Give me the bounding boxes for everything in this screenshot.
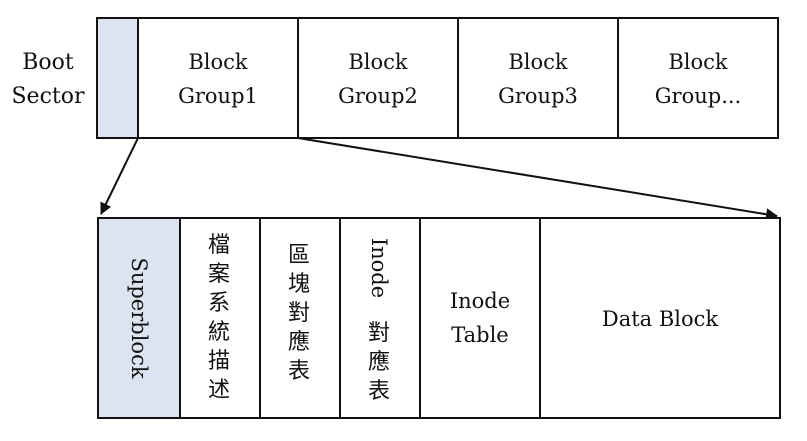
block-bitmap-char: 應	[288, 329, 310, 355]
inode-bitmap-label: Inode 對 應 表	[367, 238, 391, 404]
block-group-3-line2: Group3	[498, 84, 578, 108]
block-group-3-cell	[457, 17, 619, 139]
fs-description-char: 系	[208, 291, 230, 316]
block-group-more-line2: Group...	[655, 84, 741, 108]
boot-sector-cell	[96, 17, 139, 139]
block-bitmap-cell	[259, 217, 341, 419]
superblock-cell	[97, 217, 181, 419]
fs-description-label: 檔 案 系 統 描 述	[208, 233, 230, 403]
block-bitmap-char: 區	[288, 243, 310, 268]
inode-bitmap-word: Inode	[367, 238, 391, 298]
fs-description-char: 描	[208, 349, 230, 374]
block-group-detail-row	[97, 217, 781, 419]
block-group-1-line1: Block	[188, 50, 248, 74]
fs-description-char: 述	[208, 378, 230, 403]
block-bitmap-char: 表	[288, 359, 310, 384]
block-group-1-line2: Group1	[178, 84, 258, 108]
fs-description-cell	[179, 217, 261, 419]
block-group-3-line1: Block	[508, 50, 568, 74]
fs-description-char: 案	[208, 262, 230, 287]
expand-arrow-left	[100, 137, 139, 215]
inode-table-line1: Inode	[450, 289, 510, 313]
boot-sector-label-line2: Sector	[11, 84, 84, 109]
block-group-more-cell	[617, 17, 779, 139]
fs-description-char: 檔	[208, 233, 230, 258]
block-group-more-line1: Block	[668, 50, 728, 74]
data-block-cell	[539, 217, 781, 419]
superblock-label: Superblock	[127, 257, 151, 378]
boot-sector-label-line1: Boot	[22, 50, 74, 75]
block-group-2-line1: Block	[348, 50, 408, 74]
block-group-2-cell	[297, 17, 459, 139]
inode-table-cell	[419, 217, 541, 419]
inode-bitmap-char: 應	[368, 349, 390, 375]
inode-table-line2: Table	[451, 323, 508, 347]
expand-arrow-right	[297, 137, 778, 221]
block-group-1-cell	[137, 17, 299, 139]
block-bitmap-char: 塊	[288, 272, 310, 297]
data-block-label: Data Block	[602, 307, 719, 331]
fs-description-char: 統	[208, 320, 230, 345]
block-group-2-line2: Group2	[338, 84, 418, 108]
block-bitmap-label: 區 塊 對 應 表	[288, 243, 310, 384]
inode-bitmap-char: 表	[368, 379, 390, 404]
block-bitmap-char: 對	[288, 301, 310, 326]
disk-partition-row	[96, 17, 779, 139]
inode-bitmap-char: 對	[368, 321, 390, 346]
